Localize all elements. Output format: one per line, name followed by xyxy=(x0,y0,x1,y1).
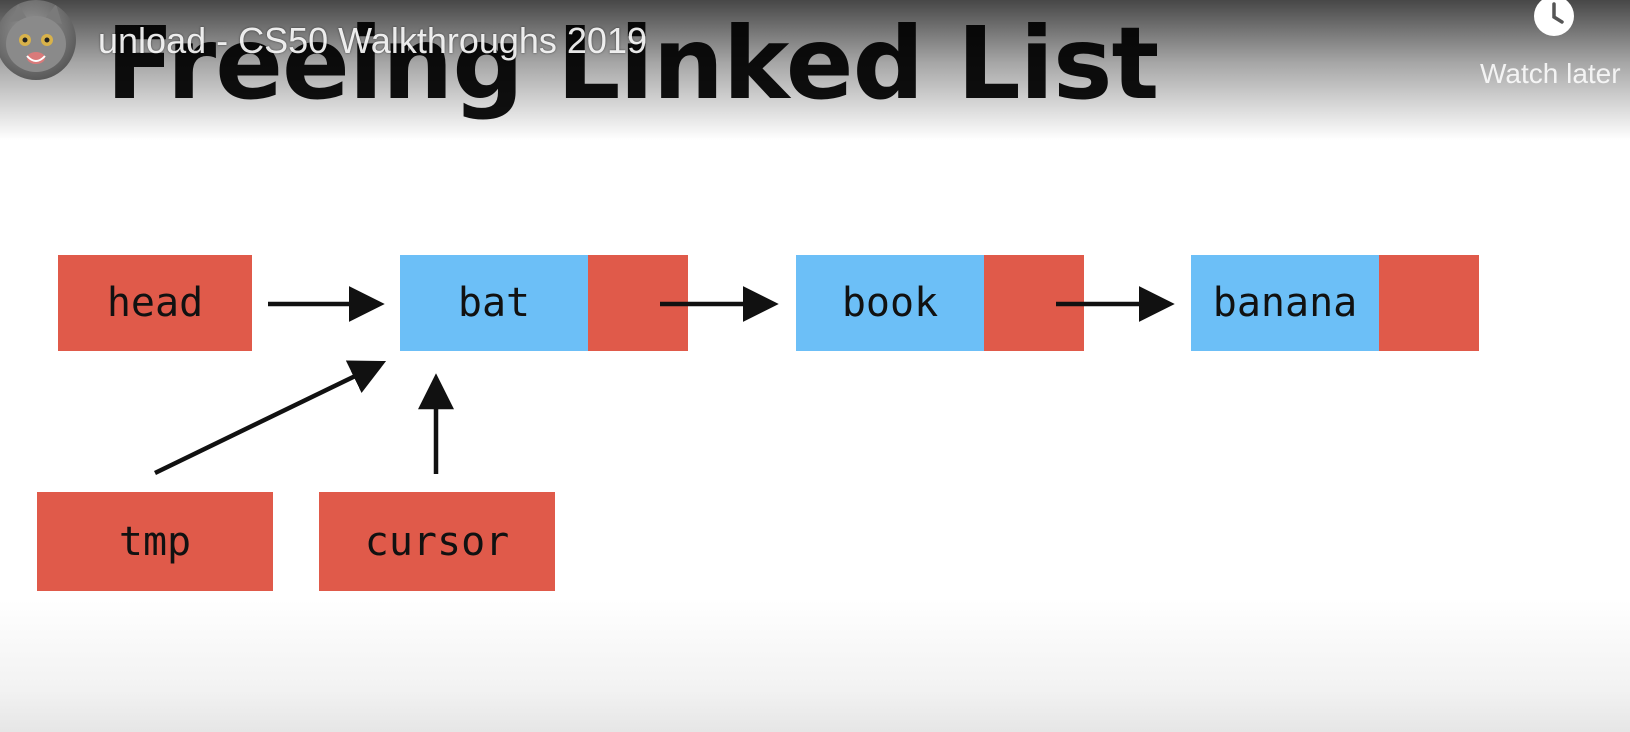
watch-later-button[interactable]: Watch later xyxy=(1480,0,1630,100)
node-value: book xyxy=(796,255,984,351)
node-next-pointer xyxy=(1379,255,1479,351)
node-value: bat xyxy=(400,255,588,351)
cursor-label: cursor xyxy=(364,518,510,565)
clock-icon xyxy=(1534,0,1574,36)
cat-avatar-icon[interactable] xyxy=(0,0,76,80)
tmp-label: tmp xyxy=(118,518,192,565)
node-banana: banana xyxy=(1191,255,1479,351)
head-box: head xyxy=(58,255,252,351)
tmp-box: tmp xyxy=(37,492,273,591)
watch-later-label: Watch later xyxy=(1480,58,1621,89)
arrow-tmp-to-bat xyxy=(154,360,387,476)
node-value: banana xyxy=(1191,255,1379,351)
video-title-link[interactable]: unload - CS50 Walkthroughs 2019 xyxy=(98,20,647,61)
cursor-box: cursor xyxy=(319,492,555,591)
head-label: head xyxy=(106,280,204,326)
